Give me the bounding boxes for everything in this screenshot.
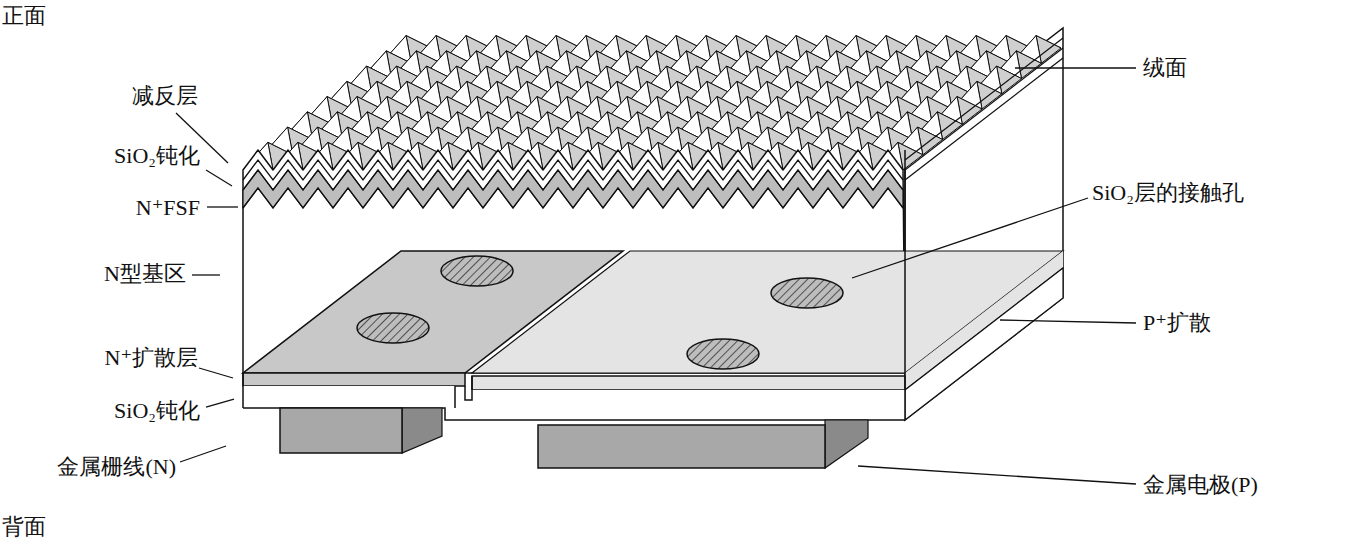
metal-electrode-p [538,425,825,468]
fsf-layer [243,170,903,208]
part-label: N⁺扩散层 [105,345,199,370]
part-label: P⁺扩散 [1143,310,1211,335]
contact-hole [771,278,843,308]
part-label: 减反层 [132,83,198,108]
part-label: 绒面 [1143,55,1187,80]
part-label: N⁺FSF [136,195,200,220]
side-layer-line [905,38,1063,160]
edge [904,150,906,420]
part-label: 金属栅线(N) [57,454,176,479]
part-label: SiO₂钝化 [114,398,200,423]
side-bottom-layers [905,251,1063,420]
metal-side [825,420,868,468]
contact-hole [357,313,429,343]
side-oxide [905,268,1063,420]
part-label: 背面 [2,514,46,539]
contact-hole [687,339,759,369]
part-label: SiO₂层的接触孔 [1092,180,1244,205]
part-label: 正面 [2,3,46,28]
part-label: 金属电极(P) [1143,472,1258,497]
leader-lines [176,68,1136,484]
n-plus-layer [243,373,465,386]
side-layer-line [905,58,1063,180]
side-layer-line [905,48,1063,170]
p-plus-layer [472,376,905,390]
metal-finger-n [280,408,402,453]
part-label: SiO₂钝化 [114,143,200,168]
part-label: N型基区 [104,261,186,286]
contact-hole [441,256,513,286]
layer-line [243,170,903,190]
texture-pyramids [243,36,1061,170]
side-face [905,28,1063,420]
metal-side [402,408,442,453]
layer-line [243,188,903,208]
front-face [243,38,1063,373]
